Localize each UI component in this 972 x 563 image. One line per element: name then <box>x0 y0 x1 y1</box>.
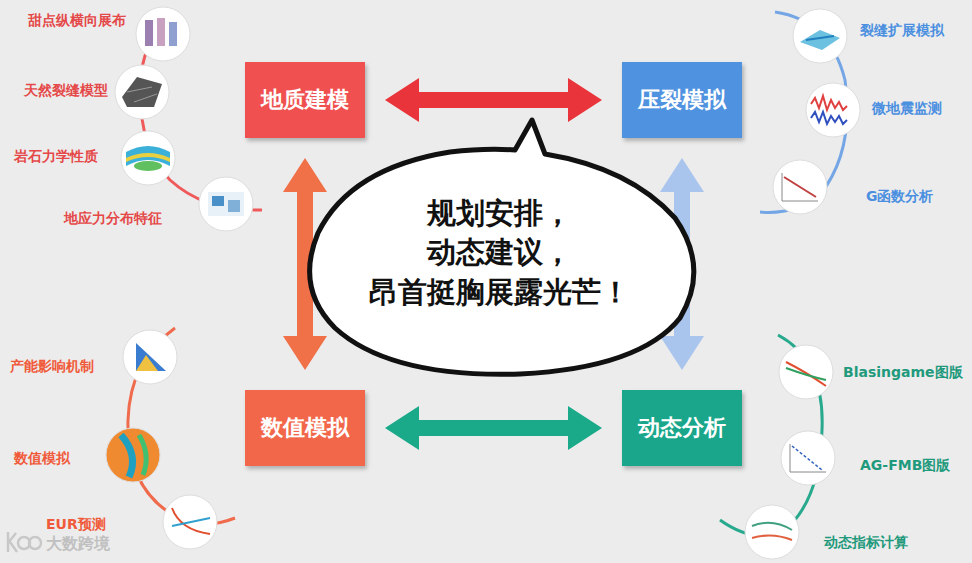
item-label: AG-FMB图版 <box>860 457 950 475</box>
item-label: 裂缝扩展模拟 <box>860 22 944 40</box>
item-label: EUR预测 <box>46 516 106 534</box>
thumbnails <box>106 7 860 559</box>
double-arrow <box>385 406 602 450</box>
process-box: 压裂模拟 <box>622 62 742 138</box>
process-box: 数值模拟 <box>245 390 365 466</box>
item-label: Blasingame图版 <box>843 364 963 382</box>
arc <box>128 328 235 524</box>
box-title: 动态分析 <box>638 413 726 443</box>
item-label: G函数分析 <box>866 188 934 206</box>
item-label: 产能影响机制 <box>10 358 94 376</box>
process-box: 地质建模 <box>245 62 365 138</box>
item-label: 地应力分布特征 <box>64 210 162 228</box>
speech-bubble: 规划安排， 动态建议， 昂首挺胸展露光芒！ <box>300 128 700 378</box>
watermark-logo <box>8 532 41 552</box>
box-title: 地质建模 <box>261 85 349 115</box>
item-label: 微地震监测 <box>872 100 942 118</box>
item-label: 天然裂缝模型 <box>24 82 108 100</box>
bubble-text: 规划安排， 动态建议， 昂首挺胸展露光芒！ <box>352 194 648 311</box>
item-label: 岩石力学性质 <box>14 148 98 166</box>
item-label: 甜点纵横向展布 <box>28 12 126 30</box>
item-label: 动态指标计算 <box>824 534 908 552</box>
process-box: 动态分析 <box>622 390 742 466</box>
box-title: 数值模拟 <box>261 413 349 443</box>
double-arrow <box>385 78 602 122</box>
item-label: 数值模拟 <box>14 450 70 468</box>
box-title: 压裂模拟 <box>638 85 726 115</box>
watermark: 大数跨境 <box>46 534 110 555</box>
